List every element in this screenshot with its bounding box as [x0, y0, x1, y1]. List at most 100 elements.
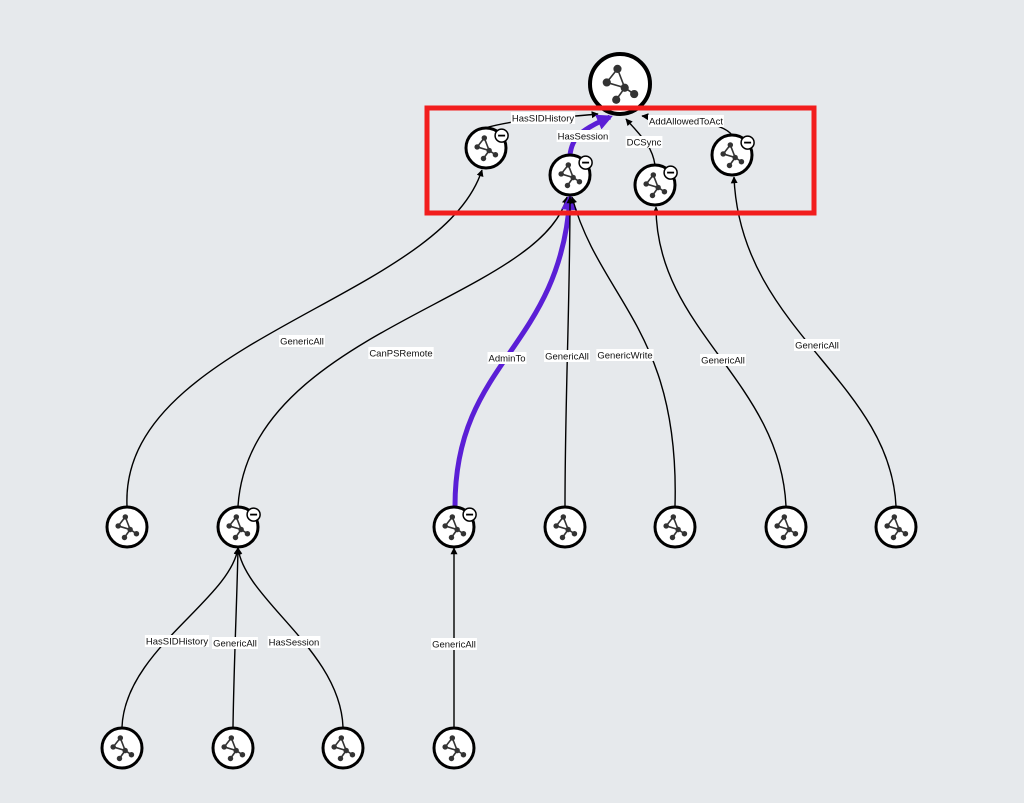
icon-dot — [781, 514, 788, 520]
icon-dot — [669, 534, 676, 541]
node-m4[interactable] — [543, 505, 587, 549]
icon-dot — [650, 172, 657, 178]
node-b2[interactable] — [211, 726, 255, 770]
icon-dot — [620, 83, 629, 92]
icon-dot — [565, 526, 571, 533]
group-icon — [442, 514, 467, 541]
edge-label-text: GenericAll — [280, 337, 324, 348]
icon-dot — [331, 744, 337, 750]
icon-dot — [602, 78, 611, 87]
edge-label-background — [487, 352, 527, 364]
edge-genericwrite-m5-t2[interactable] — [570, 196, 676, 507]
icon-dot — [460, 751, 467, 758]
icon-dot — [884, 523, 890, 529]
edge-label-background — [700, 354, 746, 366]
node-ring — [874, 505, 918, 549]
icon-dot — [565, 162, 572, 168]
icon-dot — [896, 526, 902, 533]
node-ring — [764, 505, 808, 549]
node-ring — [653, 505, 697, 549]
edge-genericall-m1-t1[interactable] — [126, 169, 484, 507]
edge-canpsremote-m2-t2[interactable] — [237, 196, 569, 507]
node-t2[interactable] — [548, 153, 593, 197]
node-m1[interactable] — [105, 505, 149, 549]
icon-dot — [902, 530, 909, 537]
collapse-minus-icon[interactable] — [494, 128, 509, 143]
icon-dot — [613, 64, 622, 73]
edge-label-text: HasSession — [558, 132, 609, 143]
node-m2[interactable] — [216, 505, 261, 549]
node-ring — [588, 52, 652, 116]
icon-dot — [571, 530, 578, 537]
icon-dot — [774, 523, 780, 529]
edge-label: HasSession — [267, 636, 321, 649]
icon-dot — [244, 530, 251, 537]
edge-label: GenericAll — [700, 354, 746, 367]
icon-dot — [792, 530, 799, 537]
node-t4[interactable] — [710, 133, 755, 177]
edge-genericall-m7-t4[interactable] — [730, 176, 897, 507]
collapse-minus-icon[interactable] — [740, 135, 755, 150]
edge-label-text: HasSession — [269, 638, 320, 649]
icon-dot — [226, 523, 232, 529]
edge-label-text: GenericWrite — [597, 351, 652, 362]
node-ring — [105, 505, 149, 549]
icon-dot — [553, 523, 559, 529]
icon-dot — [454, 526, 460, 533]
collapse-minus-icon[interactable] — [462, 507, 477, 522]
icon-dot — [442, 744, 448, 750]
edge-label-text: AdminTo — [489, 354, 526, 365]
edge-hassidhistory-b1-m2[interactable] — [121, 547, 241, 728]
icon-dot — [442, 523, 448, 529]
icon-dot — [481, 135, 488, 141]
icon-dot — [630, 89, 639, 99]
icon-dot — [560, 514, 567, 520]
icon-dot — [454, 747, 460, 754]
node-m5[interactable] — [653, 505, 697, 549]
node-t1[interactable] — [464, 126, 509, 170]
edge-label: CanPSRemote — [368, 347, 434, 360]
edge-hassession-b3-m2[interactable] — [235, 547, 344, 728]
icon-dot — [233, 514, 240, 520]
group-icon — [884, 514, 909, 541]
icon-dot — [460, 530, 467, 537]
node-b3[interactable] — [321, 726, 365, 770]
icon-dot — [576, 178, 583, 185]
icon-dot — [127, 526, 133, 533]
edge-label-background — [648, 115, 724, 127]
node-b4[interactable] — [432, 726, 476, 770]
icon-dot — [448, 534, 455, 541]
node-m6[interactable] — [764, 505, 808, 549]
node-t3[interactable] — [633, 163, 678, 207]
collapse-minus-icon[interactable] — [578, 155, 593, 170]
edge-label: GenericAll — [794, 339, 840, 352]
icon-dot — [726, 162, 733, 169]
icon-dot — [661, 188, 668, 195]
edge-label-text: GenericAll — [795, 341, 839, 352]
icon-dot — [133, 530, 140, 537]
edge-label-text: GenericAll — [701, 356, 745, 367]
edge-label-text: HasSIDHistory — [146, 637, 209, 648]
node-m7[interactable] — [874, 505, 918, 549]
icon-dot — [343, 747, 349, 754]
node-m3[interactable] — [432, 505, 477, 549]
edge-label: AddAllowedToAct — [648, 115, 724, 128]
edge-genericall-b2-m2[interactable] — [232, 547, 242, 728]
group-icon — [553, 514, 578, 541]
collapse-minus-icon[interactable] — [663, 165, 678, 180]
edge-label-text: GenericAll — [213, 639, 257, 650]
node-b1[interactable] — [100, 726, 144, 770]
edge-label: GenericWrite — [596, 349, 654, 362]
group-icon — [226, 514, 251, 541]
node-ring — [211, 726, 255, 770]
group-icon — [558, 162, 583, 189]
edge-label: GenericAll — [431, 638, 477, 651]
collapse-minus-icon[interactable] — [246, 507, 261, 522]
icon-dot — [649, 192, 656, 199]
group-icon — [331, 735, 356, 762]
icon-dot — [449, 514, 456, 520]
node-root[interactable] — [588, 52, 652, 116]
edge-label: AdminTo — [487, 352, 527, 365]
icon-dot — [786, 526, 792, 533]
